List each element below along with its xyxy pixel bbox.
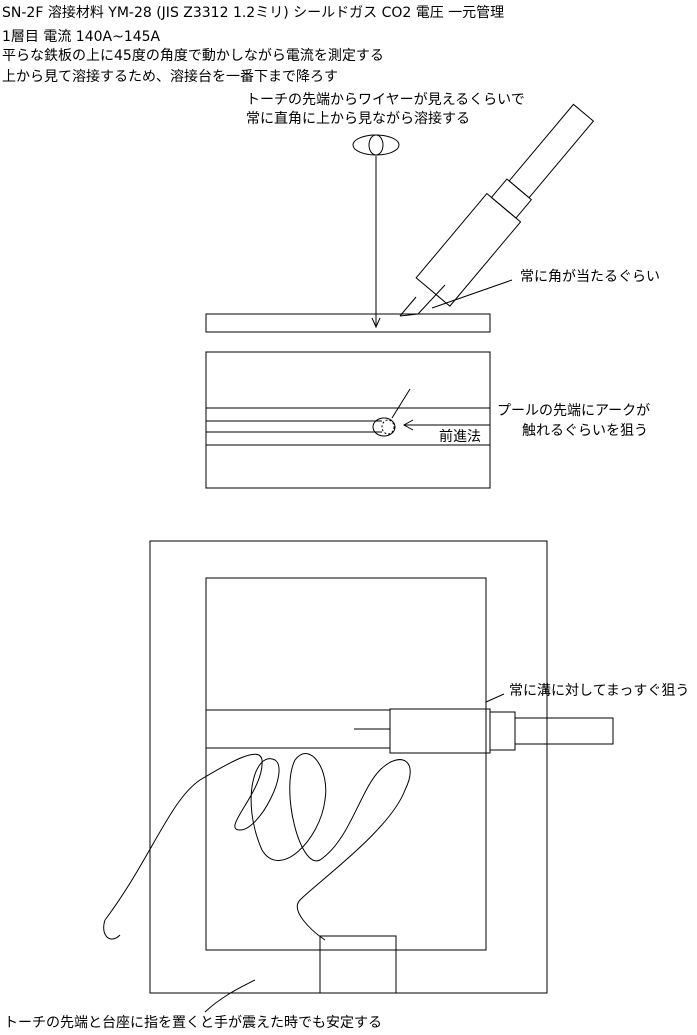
sight-arrow-head <box>371 317 381 329</box>
plate-side <box>205 313 491 333</box>
torch-tip-right <box>417 284 446 315</box>
weld-pool <box>372 417 396 437</box>
jig-outer <box>149 540 548 994</box>
jig-inner <box>205 577 487 951</box>
torch-handle <box>508 103 595 199</box>
torch-body <box>415 192 522 307</box>
pool-leader <box>391 388 411 419</box>
header-line-2: 1層目 電流 140A~145A <box>2 29 161 45</box>
header-line-3: 平らな鉄板の上に45度の角度で動かしながら電流を測定する <box>2 48 384 64</box>
pool-note-line-1: プールの先端にアークが <box>497 403 651 419</box>
view-note-line-1: トーチの先端からワイヤーが見えるくらいで <box>246 92 525 108</box>
direction-label: 前進法 <box>439 429 481 445</box>
view-note-line-2: 常に直角に上から見ながら溶接する <box>246 111 470 127</box>
angle-note: 常に角が当たるぐらい <box>520 269 660 285</box>
hand-sketch <box>104 753 411 941</box>
header-line-4: 上から見て溶接するため、溶接台を一番下まで降ろす <box>2 69 338 85</box>
torch-collar <box>490 178 533 219</box>
header-line-1: SN-2F 溶接材料 YM-28 (JIS Z3312 1.2ミリ) シールドガ… <box>2 5 505 21</box>
pool-note-line-2: 触れるぐらいを狙う <box>522 423 648 439</box>
groove-leader <box>485 693 505 703</box>
angle-leader <box>431 279 513 309</box>
finger-rest <box>319 935 397 994</box>
torch-tip-left <box>399 296 417 317</box>
eye-icon <box>352 134 400 156</box>
torch-side <box>415 103 595 307</box>
torch-top-collar <box>489 711 516 751</box>
plate-top-view <box>205 351 491 489</box>
torch-top-body <box>389 708 491 754</box>
torch-top-handle <box>514 717 614 745</box>
bottom-leader <box>204 979 256 1013</box>
groove-note: 常に溝に対してまっすぐ狙う <box>509 683 690 699</box>
bottom-note: トーチの先端と台座に指を置くと手が震えた時でも安定する <box>4 1015 382 1031</box>
